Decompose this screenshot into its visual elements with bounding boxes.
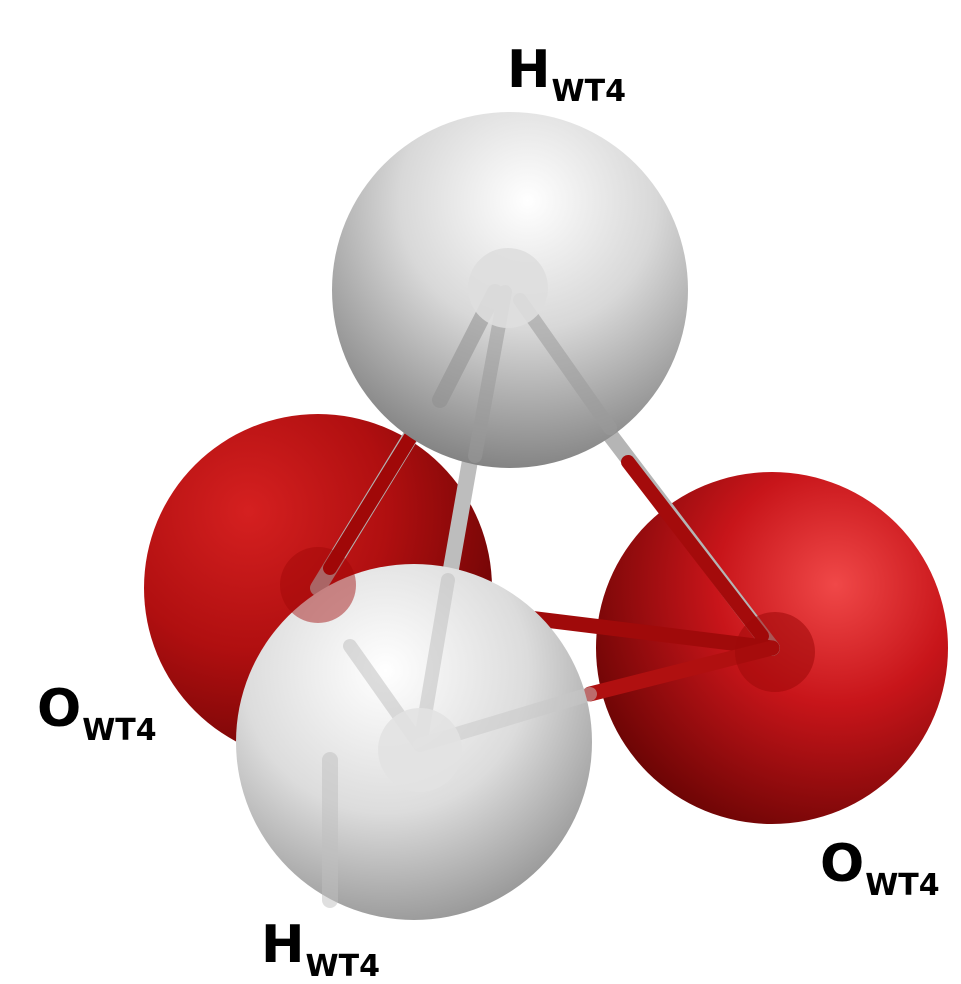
atom-label-h-bottom: HWT4 (261, 919, 380, 982)
atom-label-main: O (37, 679, 82, 739)
bond-htop-oleft-red (323, 431, 417, 575)
atom-label-sub: WT4 (82, 713, 157, 748)
atom-label-main: O (820, 834, 865, 894)
atom-label-sub: WT4 (305, 949, 380, 984)
atom-label-o-right: OWT4 (820, 838, 940, 901)
atom-label-o-left: OWT4 (37, 683, 157, 746)
atom-label-h-top: HWT4 (507, 44, 626, 107)
atom-label-main: H (507, 40, 551, 100)
hydrogen-atom-top-core (468, 248, 548, 328)
hydrogen-atom-bottom-core (378, 708, 462, 792)
bond-htop-oright-red (621, 455, 769, 643)
atom-label-sub: WT4 (551, 74, 626, 109)
atom-label-sub: WT4 (865, 868, 940, 903)
oxygen-atom-right-core (735, 612, 815, 692)
atom-label-main: H (261, 915, 305, 975)
oxygen-atom-left-core (280, 547, 356, 623)
